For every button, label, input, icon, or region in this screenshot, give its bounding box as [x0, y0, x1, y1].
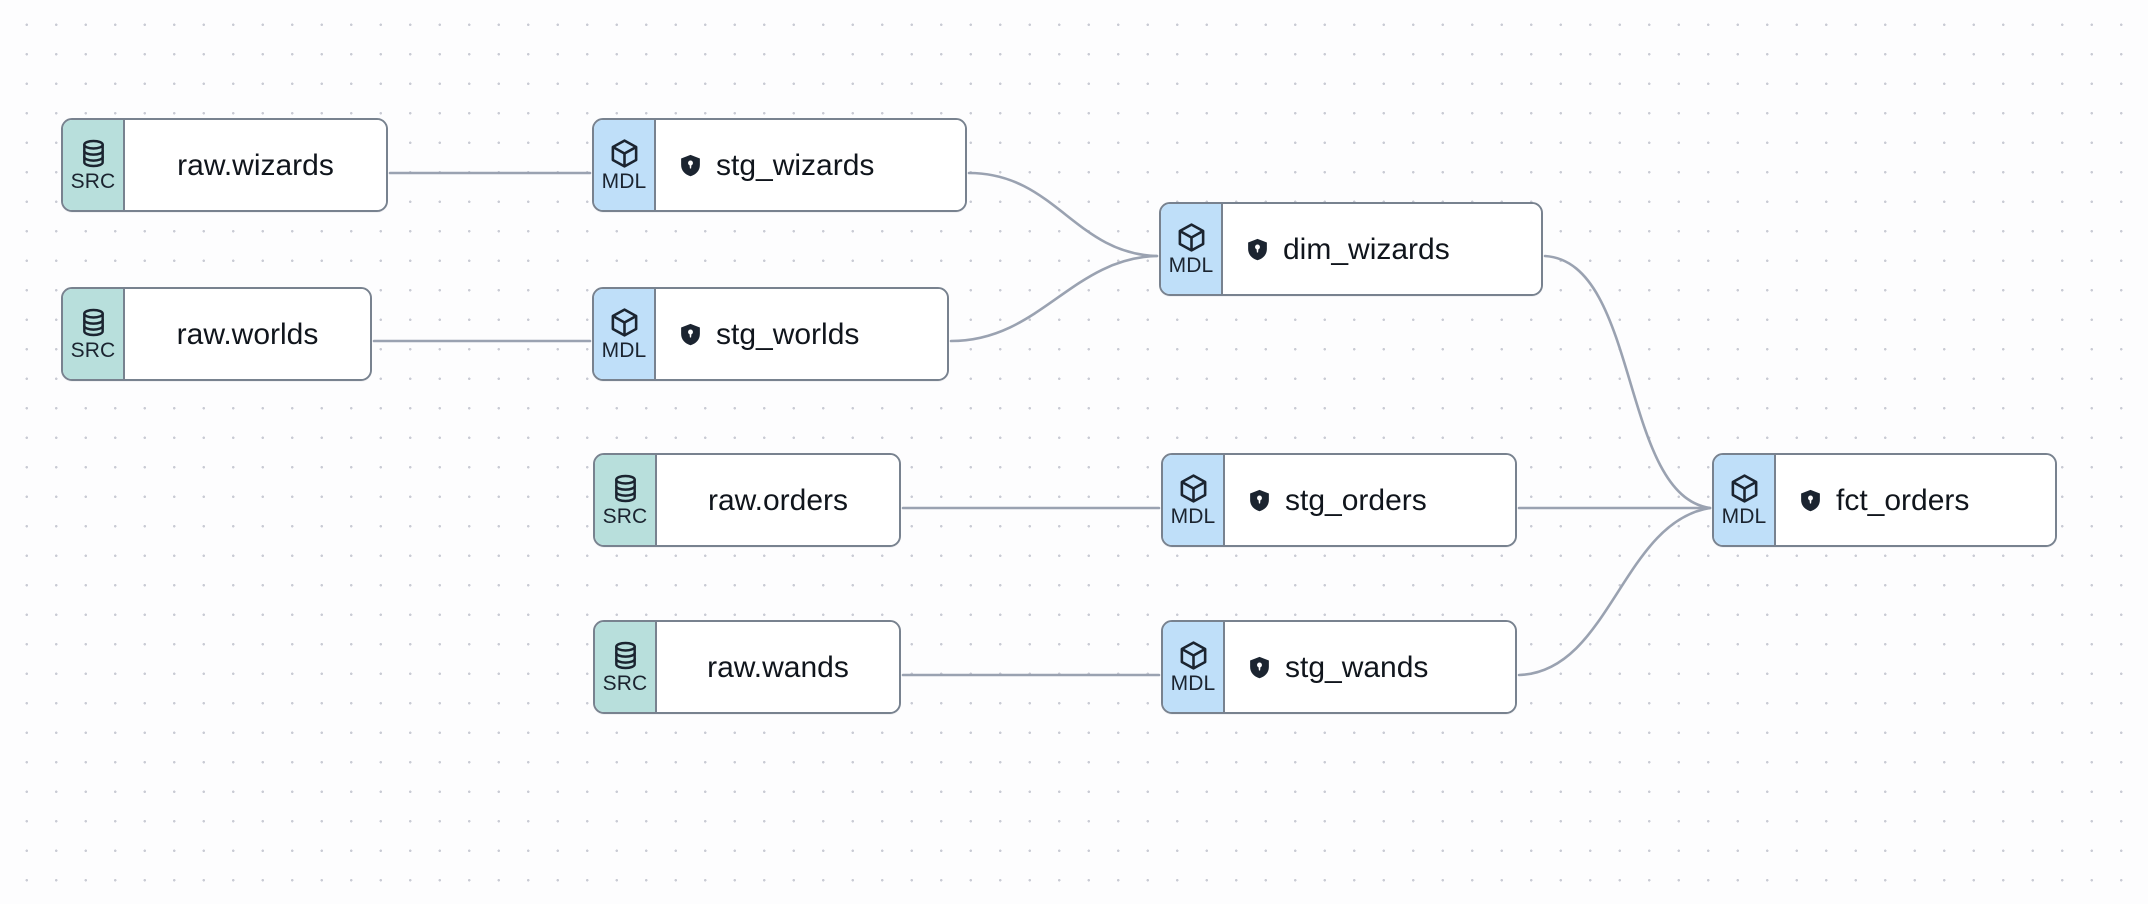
database-icon [610, 473, 641, 504]
node-type-label: SRC [70, 169, 116, 193]
node-fct_orders[interactable]: MDL fct_orders [1712, 453, 2057, 547]
node-body: raw.worlds [125, 289, 370, 379]
shield-lock-icon [1798, 488, 1823, 513]
node-label: fct_orders [1836, 483, 1970, 517]
node-type-label: MDL [1170, 504, 1216, 528]
node-label: raw.worlds [176, 317, 319, 351]
node-body: stg_worlds [656, 289, 947, 379]
node-stg_worlds[interactable]: MDL stg_worlds [592, 287, 949, 381]
cube-icon [609, 138, 640, 169]
node-body: stg_orders [1225, 455, 1515, 545]
node-label: stg_worlds [716, 317, 860, 351]
cube-icon [609, 307, 640, 338]
node-body: fct_orders [1776, 455, 2055, 545]
node-type-badge-src: SRC [63, 289, 125, 379]
node-raw_wands[interactable]: SRC raw.wands [593, 620, 901, 714]
database-icon [78, 138, 109, 169]
node-type-badge-mdl: MDL [1163, 455, 1225, 545]
node-body: raw.wands [657, 622, 899, 712]
database-icon [610, 640, 641, 671]
node-label: raw.wands [707, 650, 849, 684]
shield-lock-icon [678, 153, 703, 178]
node-type-badge-mdl: MDL [1714, 455, 1776, 545]
node-label: stg_orders [1285, 483, 1427, 517]
cube-icon [1176, 222, 1207, 253]
cube-icon [1178, 640, 1209, 671]
node-type-label: MDL [1170, 671, 1216, 695]
edge-dim_wizards-to-fct_orders[interactable] [1543, 254, 1712, 510]
node-body: dim_wizards [1223, 204, 1541, 294]
cube-icon [1176, 222, 1207, 253]
node-type-badge-src: SRC [63, 120, 125, 210]
edge-stg_worlds-to-dim_wizards[interactable] [949, 254, 1159, 343]
node-label: stg_wizards [716, 148, 875, 182]
shield-lock-icon [1247, 655, 1272, 680]
node-label: stg_wands [1285, 650, 1429, 684]
node-stg_orders[interactable]: MDL stg_orders [1161, 453, 1517, 547]
node-type-badge-mdl: MDL [594, 120, 656, 210]
cube-icon [609, 307, 640, 338]
shield-lock-icon [1247, 488, 1272, 513]
node-type-label: SRC [602, 671, 648, 695]
cube-icon [1729, 473, 1760, 504]
cube-icon [1178, 473, 1209, 504]
node-body: raw.wizards [125, 120, 386, 210]
edge-stg_wands-to-fct_orders[interactable] [1517, 506, 1712, 677]
database-icon [78, 307, 109, 338]
cube-icon [609, 138, 640, 169]
shield-lock-icon [678, 322, 703, 347]
node-label: raw.orders [707, 483, 849, 517]
node-type-label: MDL [601, 338, 647, 362]
node-body: stg_wands [1225, 622, 1515, 712]
node-type-badge-src: SRC [595, 455, 657, 545]
node-dim_wizards[interactable]: MDL dim_wizards [1159, 202, 1543, 296]
database-icon [78, 307, 109, 338]
cube-icon [1729, 473, 1760, 504]
cube-icon [1178, 640, 1209, 671]
node-type-badge-mdl: MDL [594, 289, 656, 379]
node-body: stg_wizards [656, 120, 965, 210]
shield-lock-icon [678, 153, 703, 178]
node-stg_wands[interactable]: MDL stg_wands [1161, 620, 1517, 714]
database-icon [610, 640, 641, 671]
shield-lock-icon [1247, 655, 1272, 680]
shield-lock-icon [1247, 488, 1272, 513]
edge-stg_wizards-to-dim_wizards[interactable] [967, 171, 1159, 258]
cube-icon [1178, 473, 1209, 504]
node-stg_wizards[interactable]: MDL stg_wizards [592, 118, 967, 212]
node-label: raw.wizards [177, 148, 334, 182]
shield-lock-icon [1245, 237, 1270, 262]
node-label: dim_wizards [1283, 232, 1450, 266]
database-icon [610, 473, 641, 504]
shield-lock-icon [1798, 488, 1823, 513]
node-type-badge-mdl: MDL [1163, 622, 1225, 712]
node-type-badge-src: SRC [595, 622, 657, 712]
node-raw_orders[interactable]: SRC raw.orders [593, 453, 901, 547]
shield-lock-icon [1245, 237, 1270, 262]
node-type-label: MDL [1721, 504, 1767, 528]
node-body: raw.orders [657, 455, 899, 545]
database-icon [78, 138, 109, 169]
node-type-label: MDL [1168, 253, 1214, 277]
node-type-badge-mdl: MDL [1161, 204, 1223, 294]
shield-lock-icon [678, 322, 703, 347]
node-raw_worlds[interactable]: SRC raw.worlds [61, 287, 372, 381]
node-raw_wizards[interactable]: SRC raw.wizards [61, 118, 388, 212]
node-type-label: MDL [601, 169, 647, 193]
node-type-label: SRC [70, 338, 116, 362]
node-type-label: SRC [602, 504, 648, 528]
